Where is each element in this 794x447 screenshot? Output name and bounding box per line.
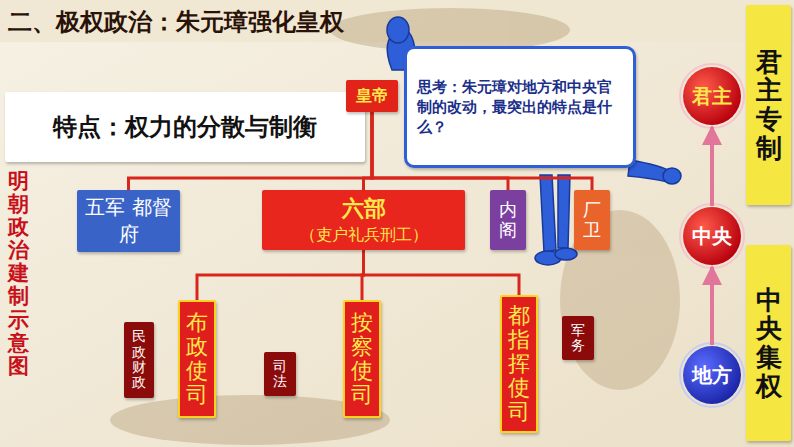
node-text: 特点：权力的分散与制衡 (53, 111, 317, 143)
slide-title: 二、极权政治：朱元璋强化皇权 (8, 6, 344, 38)
side-label: 明朝政治建制示意图 (8, 170, 29, 378)
painting-texture (110, 8, 680, 445)
node-text: 五军 都督府 (79, 194, 178, 248)
office-box: 内阁 (490, 190, 526, 250)
level-arrow (710, 127, 714, 206)
office-box: 五军 都督府 (77, 190, 180, 252)
tree-line (197, 250, 364, 300)
circle-halo (680, 204, 744, 268)
summary-band: 君主专制 (746, 5, 791, 205)
node-text: 司法 (273, 359, 287, 390)
feature-box: 特点：权力的分散与制衡 (5, 92, 365, 162)
node-text: 皇帝 (356, 85, 388, 107)
local-office-box: 都指挥使司 (500, 295, 538, 433)
node-text: 厂卫 (583, 200, 601, 240)
node-text: 思考：朱元璋对地方和中央官制的改动，最突出的特点是什么？ (417, 77, 623, 138)
duty-box: 民政财政 (124, 322, 154, 398)
office-box: 六部（吏户礼兵刑工） (262, 190, 465, 250)
tree-line (364, 250, 520, 295)
node-text: 内阁 (499, 200, 517, 240)
summary-band: 中央集权 (746, 245, 791, 441)
node-text: 布政使司 (186, 311, 208, 408)
level-circle: 君主 (682, 66, 742, 126)
level-circle: 地方 (682, 345, 742, 405)
node-text: 地方 (692, 362, 732, 389)
node-text: 军务 (571, 323, 585, 354)
local-office-box: 按察使司 (343, 300, 381, 418)
node-text: 君主 (692, 83, 732, 110)
circle-fill (683, 67, 741, 125)
node-text: 民政财政 (132, 329, 146, 391)
node-text: 都指挥使司 (508, 304, 530, 425)
node-text: 中央 (692, 223, 732, 250)
node-text: 君主专制 (756, 48, 782, 162)
circle-halo (680, 64, 744, 128)
emperor-box: 皇帝 (346, 80, 398, 112)
node-text: 按察使司 (351, 311, 373, 408)
node-text: （吏户礼兵刑工） (300, 224, 428, 246)
office-box: 厂卫 (574, 190, 610, 250)
circle-fill (683, 207, 741, 265)
duty-box: 军务 (562, 316, 594, 360)
question-bubble: 思考：朱元璋对地方和中央官制的改动，最突出的特点是什么？ (404, 46, 636, 168)
circle-fill (683, 346, 741, 404)
node-text: 中央集权 (756, 286, 782, 400)
level-arrow (710, 267, 714, 345)
local-office-box: 布政使司 (178, 300, 216, 418)
title-band (0, 0, 794, 42)
circle-halo (680, 343, 744, 407)
duty-box: 司法 (264, 352, 296, 396)
node-text: 六部 (342, 194, 386, 224)
level-circle: 中央 (682, 206, 742, 266)
